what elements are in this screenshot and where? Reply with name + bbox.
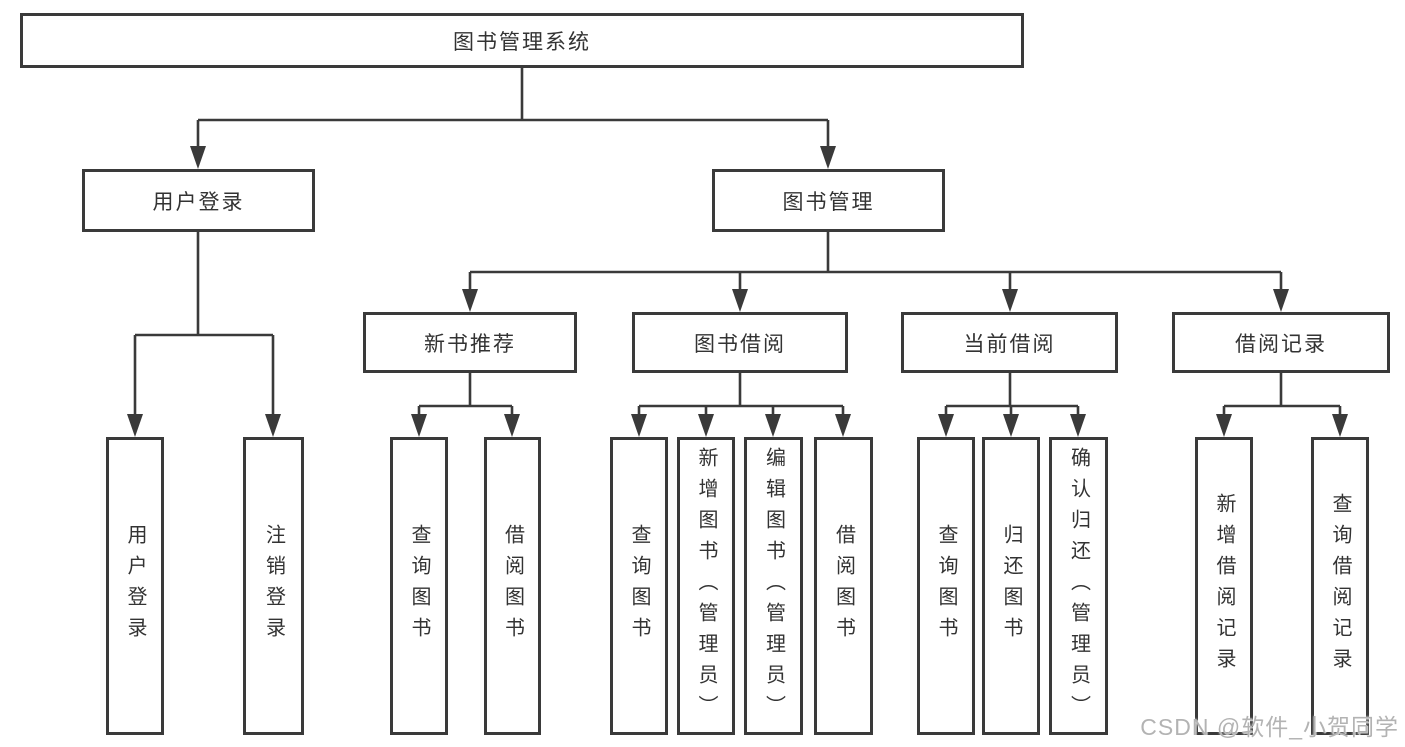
arrowhead [698, 414, 714, 437]
arrowhead [190, 146, 206, 169]
node-leaf-query-borrow-record: 查询借阅记录 [1311, 437, 1369, 735]
node-library-management-system: 图书管理系统 [20, 13, 1024, 68]
arrowhead [938, 414, 954, 437]
arrowheads [127, 146, 1348, 437]
arrowhead [127, 414, 143, 437]
node-label: 查询借阅记录 [1329, 493, 1351, 679]
node-label: 图书借阅 [694, 332, 786, 356]
node-label: 查询图书 [628, 524, 650, 648]
arrowhead [265, 414, 281, 437]
arrowhead [1070, 414, 1086, 437]
node-label: 查询图书 [935, 524, 957, 648]
arrowhead [765, 414, 781, 437]
node-label: 图书管理系统 [453, 30, 591, 54]
node-label: 图书管理 [782, 190, 875, 214]
arrowhead [411, 414, 427, 437]
csdn-watermark: CSDN @软件_小贺同学 [1140, 714, 1399, 740]
connector-current-borrow-branch [944, 373, 1080, 418]
connector-new-book-rec-branch [417, 373, 514, 418]
node-label: 当前借阅 [963, 332, 1056, 356]
connector-user-login-branch [133, 232, 275, 418]
node-leaf-query-books-current: 查询图书 [917, 437, 975, 735]
connector-root-branch [196, 68, 830, 150]
node-leaf-edit-book-admin: 编辑图书（管理员） [744, 437, 803, 735]
node-leaf-user-login: 用户登录 [106, 437, 164, 735]
node-current-borrowing: 当前借阅 [901, 312, 1118, 373]
node-label: 查询图书 [408, 524, 430, 648]
node-label: 新书推荐 [424, 332, 516, 356]
connector-borrow-records-branch [1222, 373, 1342, 418]
node-leaf-borrow-books-rec: 借阅图书 [484, 437, 541, 735]
node-leaf-borrow-books: 借阅图书 [814, 437, 873, 735]
node-label: 新增图书（管理员） [695, 446, 717, 726]
node-label: 确认归还（管理员） [1067, 446, 1090, 726]
node-label: 归还图书 [1000, 524, 1022, 648]
connector-book-borrow-branch [637, 373, 845, 418]
node-leaf-query-books-borrow: 查询图书 [610, 437, 668, 735]
node-leaf-confirm-return-admin: 确认归还（管理员） [1049, 437, 1108, 735]
node-book-management: 图书管理 [712, 169, 945, 232]
arrowhead [462, 289, 478, 312]
node-label: 用户登录 [152, 190, 245, 214]
node-user-login: 用户登录 [82, 169, 315, 232]
node-label: 编辑图书（管理员） [762, 446, 785, 726]
arrowhead [835, 414, 851, 437]
node-book-borrowing: 图书借阅 [632, 312, 848, 373]
arrowhead [1273, 289, 1289, 312]
node-borrowing-records: 借阅记录 [1172, 312, 1390, 373]
arrowhead [732, 289, 748, 312]
node-leaf-add-borrow-record: 新增借阅记录 [1195, 437, 1253, 735]
node-label: 借阅图书 [501, 524, 524, 648]
node-leaf-query-books-rec: 查询图书 [390, 437, 448, 735]
node-new-book-recommendation: 新书推荐 [363, 312, 577, 373]
arrowhead [504, 414, 520, 437]
node-label: 借阅图书 [832, 524, 855, 648]
node-label: 用户登录 [124, 524, 146, 648]
arrowhead [1003, 414, 1019, 437]
arrowhead [631, 414, 647, 437]
node-leaf-return-books: 归还图书 [982, 437, 1040, 735]
node-leaf-logout: 注销登录 [243, 437, 304, 735]
node-leaf-add-book-admin: 新增图书（管理员） [677, 437, 735, 735]
arrowhead [820, 146, 836, 169]
node-label: 新增借阅记录 [1213, 493, 1235, 679]
node-label: 注销登录 [262, 524, 285, 648]
arrowhead [1332, 414, 1348, 437]
connector-book-mgmt-branch [468, 232, 1283, 295]
arrowhead [1216, 414, 1232, 437]
node-label: 借阅记录 [1235, 332, 1327, 356]
arrowhead [1002, 289, 1018, 312]
